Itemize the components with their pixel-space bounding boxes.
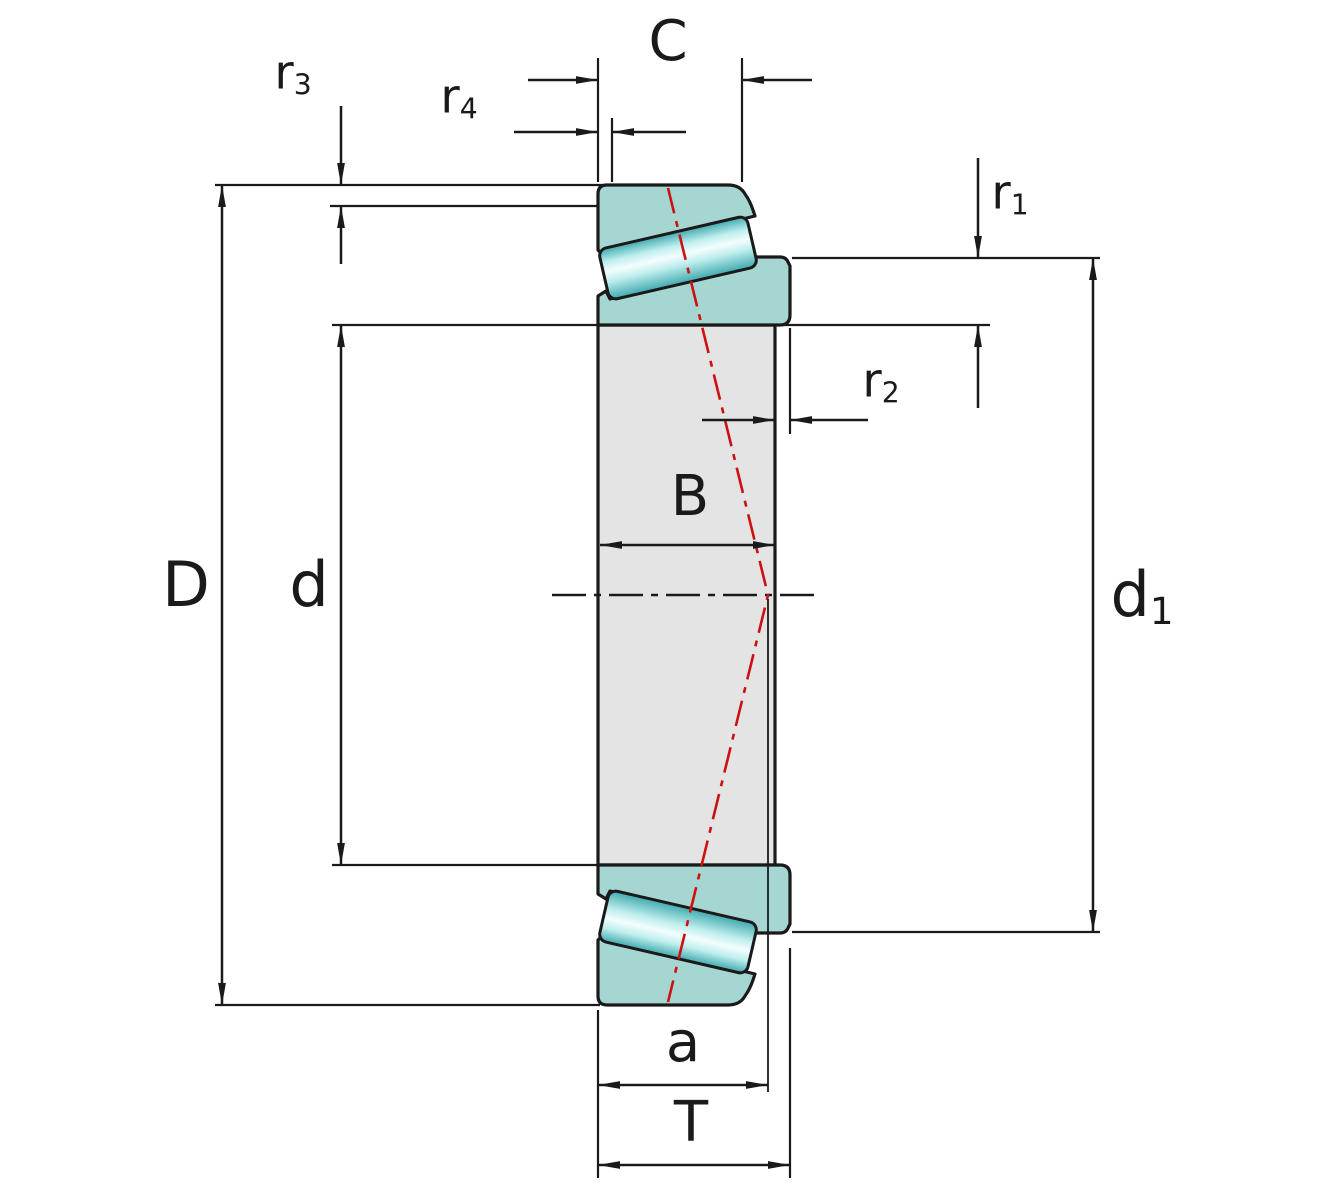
outer-ring-cup bbox=[596, 183, 757, 255]
dim-label-r3: r3 bbox=[274, 45, 312, 102]
dim-label-C: C bbox=[648, 9, 688, 74]
dim-label-B: B bbox=[670, 464, 710, 529]
dim-label-T: T bbox=[673, 1090, 709, 1155]
dimension-lines bbox=[218, 185, 1097, 1169]
tapered-roller bbox=[598, 215, 758, 301]
dim-label-d1: d1 bbox=[1110, 558, 1174, 634]
dim-label-a: a bbox=[665, 1010, 701, 1075]
bearing-lower-section bbox=[596, 863, 792, 1007]
dim-label-d: d bbox=[289, 548, 329, 621]
dim-label-D: D bbox=[162, 548, 210, 621]
bearing-upper-section bbox=[596, 183, 792, 327]
dim-label-r4: r4 bbox=[440, 69, 478, 126]
dim-label-r1: r1 bbox=[991, 165, 1029, 222]
pressure-line bbox=[666, 187, 770, 1003]
dim-label-r2: r2 bbox=[862, 353, 900, 410]
chamfer-dimension-arrows bbox=[337, 76, 982, 424]
